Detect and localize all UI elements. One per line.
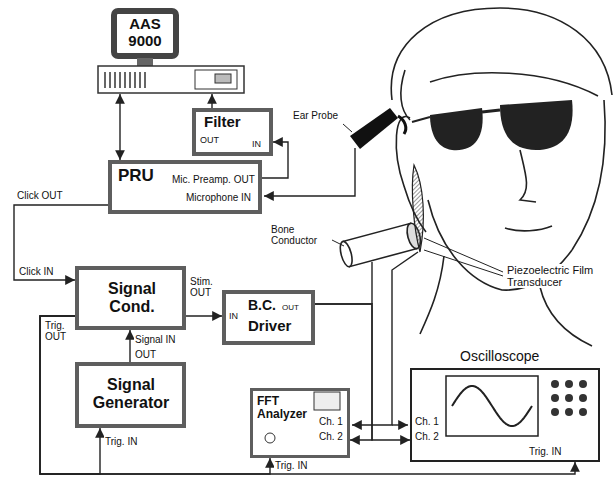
sunglasses [412, 100, 573, 150]
bone-conductor [338, 222, 423, 268]
computer-unit: AAS 9000 [97, 8, 245, 94]
signal-connector [40, 316, 575, 474]
signal-name: Click OUT [16, 190, 64, 201]
head-outline [391, 8, 612, 346]
port-name: B.C. [248, 298, 276, 313]
box-title: FFT Analyzer [257, 395, 317, 421]
box-title: AAS 9000 [119, 16, 171, 49]
signal-connector [315, 304, 372, 440]
wires [264, 148, 418, 425]
ear-probe-tip [398, 116, 406, 134]
signal-connector [129, 330, 130, 362]
signal-name: Trig. IN [274, 460, 308, 471]
box-title: Signal Cond. [87, 280, 177, 315]
box-title: IN [229, 312, 238, 322]
signal-connector [40, 316, 100, 474]
oscilloscope-box: Oscilloscope [410, 368, 600, 462]
signal-name: Trig. OUT [44, 320, 74, 342]
piezo-wire [392, 424, 408, 425]
box-title: Filter [204, 114, 241, 131]
port-name: OUT [200, 136, 219, 146]
leader-lines [332, 124, 503, 276]
piezo-wire [352, 252, 418, 425]
signal-connector [262, 142, 288, 178]
port-name: Microphone IN [186, 192, 251, 203]
box-title: Oscilloscope [460, 349, 539, 364]
ear-probe [350, 108, 398, 149]
signal-name: Signal IN [134, 334, 177, 345]
port-name: OUT [282, 304, 299, 313]
signal-connector [211, 94, 212, 108]
signal-conditioner-box: Signal Cond. [75, 266, 186, 330]
port-name: Driver [248, 318, 291, 335]
signal-connector [315, 304, 410, 440]
signal-name: Ch. 1 [414, 416, 440, 427]
signal-name: Click IN [18, 266, 54, 277]
signal-connector [186, 315, 222, 316]
instrument-drawing [97, 8, 245, 94]
piezoelectric-film-transducer [412, 165, 423, 252]
microphone-wire [264, 148, 355, 196]
signal-name: Ch. 2 [318, 431, 344, 442]
signal-name: Trig. IN [104, 436, 138, 447]
part-label: Bone Conductor [270, 224, 332, 246]
signal-name: Ch. 2 [414, 431, 440, 442]
port-name: Mic. Preamp. OUT [172, 174, 255, 185]
signal-generator-box: Signal Generator [75, 362, 186, 428]
box-title: PRU [118, 167, 154, 186]
port-name: IN [252, 140, 261, 150]
signal-name: Ch. 1 [318, 416, 344, 427]
pru-box: PRU Mic. Preamp. OUT Microphone IN [108, 160, 262, 214]
instrument-drawing [410, 368, 600, 462]
part-label: Piezoelectric Film Transducer [506, 264, 612, 288]
bone-conductor-driver-box: IN B.C. OUT Driver [222, 290, 315, 345]
signal-connector [40, 316, 270, 474]
part-label: Ear Probe [292, 110, 339, 121]
box-title: Signal Generator [85, 376, 177, 411]
signal-name: Stim. OUT [189, 276, 221, 298]
filter-box: FilterOUT IN [192, 108, 273, 156]
signal-connector [119, 94, 120, 160]
bone-conductor-wire [371, 262, 372, 304]
signal-name: Trig. IN [528, 446, 562, 457]
signal-name: OUT [134, 349, 157, 360]
